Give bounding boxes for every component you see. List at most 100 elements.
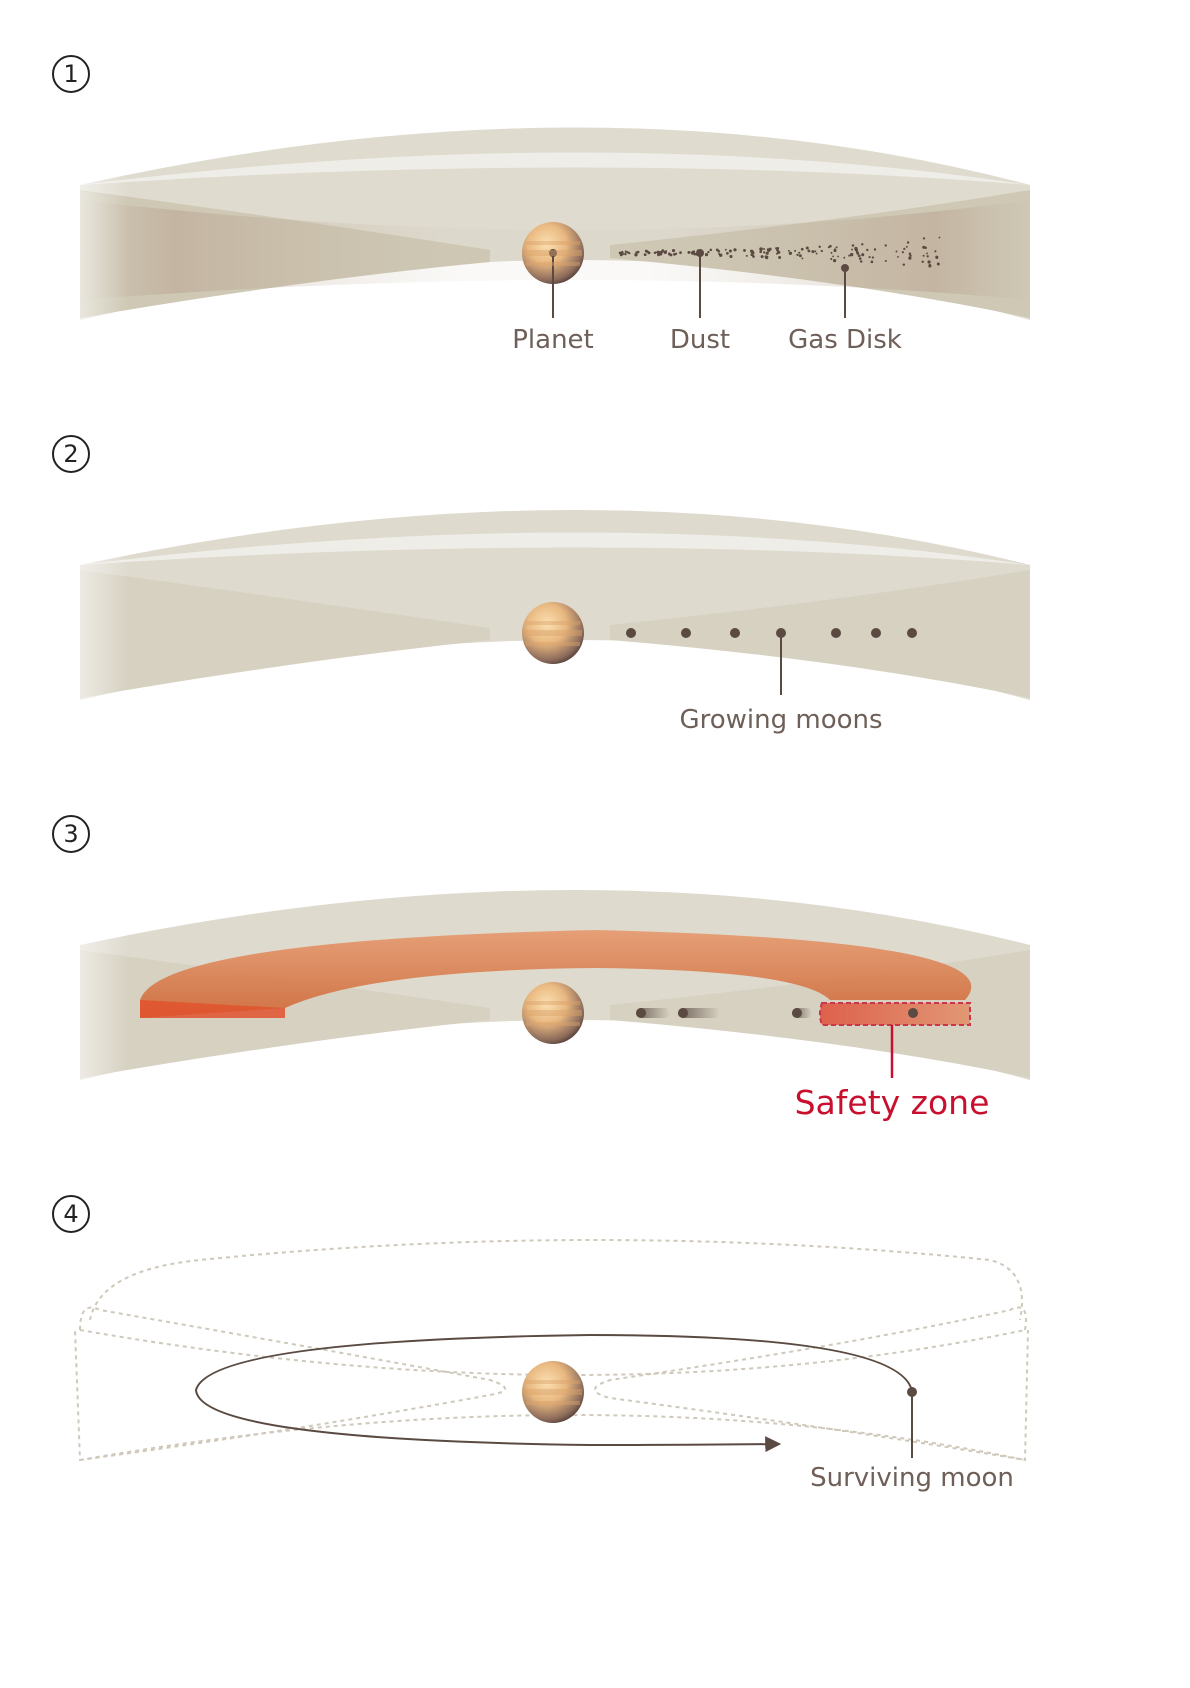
dust-particle xyxy=(644,253,647,256)
dust-particle xyxy=(763,251,766,254)
panel-4 xyxy=(74,1239,1029,1462)
dust-particle xyxy=(750,250,755,254)
dust-particle xyxy=(906,241,910,244)
dust-particle xyxy=(704,253,709,257)
dust-particle xyxy=(811,250,815,254)
planet-band xyxy=(526,1401,580,1405)
planet xyxy=(522,602,584,664)
dust-particle xyxy=(832,255,835,258)
dust-particle xyxy=(674,252,678,255)
dust-particle xyxy=(848,254,851,257)
dust-particle xyxy=(884,244,887,247)
dust-particle xyxy=(901,251,904,254)
dust-particle xyxy=(866,248,869,252)
dust-particle xyxy=(760,255,764,259)
dust-particle xyxy=(820,249,823,253)
planet-band xyxy=(526,1022,580,1026)
growing-moons xyxy=(626,628,917,638)
dust-particle xyxy=(624,252,627,256)
panel-1 xyxy=(40,90,1150,340)
dust-particle xyxy=(724,248,727,251)
dust-particle xyxy=(664,250,668,253)
dust-particle xyxy=(766,255,769,258)
planet-band xyxy=(526,262,580,266)
dust-particle xyxy=(729,254,733,259)
dust-particle xyxy=(928,263,931,266)
dust-particle xyxy=(851,244,855,247)
dashed-disk-outline xyxy=(89,1239,1023,1321)
moon xyxy=(730,628,740,638)
dust-particle xyxy=(687,250,691,254)
moon xyxy=(636,1008,646,1018)
dust-particle xyxy=(800,247,804,251)
dust-particle xyxy=(707,250,710,254)
dust-particle xyxy=(818,245,821,249)
dust-particle xyxy=(921,260,924,264)
planet-band xyxy=(524,630,582,636)
dust-particle xyxy=(897,255,899,258)
dust-particle xyxy=(938,236,941,239)
dust-particle xyxy=(798,251,801,254)
growing-moons-label: Growing moons xyxy=(679,705,883,735)
safety-zone-label: Safety zone xyxy=(794,1083,990,1122)
orbit-path xyxy=(194,1333,913,1453)
dust-particle xyxy=(794,249,797,252)
surviving-moon-label: Surviving moon xyxy=(810,1463,1014,1493)
dust-particle xyxy=(837,255,840,258)
dust-particle xyxy=(827,246,830,249)
dust-particle xyxy=(776,248,779,252)
dust-particle xyxy=(833,259,837,263)
dust-particle xyxy=(858,257,862,260)
moon xyxy=(831,628,841,638)
dust-particle xyxy=(733,248,737,252)
dust-particle xyxy=(743,248,746,252)
moon xyxy=(626,628,636,638)
dust-particle xyxy=(851,248,853,251)
moon xyxy=(907,628,917,638)
dust-particle xyxy=(902,263,906,266)
dust-particle xyxy=(628,251,631,255)
dust-particle xyxy=(861,253,865,257)
dust-particle xyxy=(871,256,875,259)
dust-particle xyxy=(870,260,874,264)
dust-particle xyxy=(765,251,769,255)
planet-band xyxy=(526,642,580,646)
dust-particle xyxy=(922,245,926,249)
dust-particle xyxy=(752,255,755,258)
dust-particle xyxy=(922,237,926,240)
dust-particle xyxy=(788,251,793,255)
dust-particle xyxy=(884,259,887,263)
dust-particle xyxy=(777,251,781,254)
dust-particle xyxy=(830,257,833,261)
safety-ring xyxy=(140,930,972,1018)
dust-particle xyxy=(873,248,877,251)
dust-particle xyxy=(728,249,732,253)
dust-particle xyxy=(805,246,809,250)
panel-4-content xyxy=(194,1333,917,1458)
step-number-4: 4 xyxy=(52,1195,90,1233)
dust-particle xyxy=(648,252,651,254)
dust-particle xyxy=(814,250,817,253)
panel-2 xyxy=(40,470,1150,720)
dust-particle xyxy=(719,253,723,257)
dust-particle xyxy=(934,250,937,253)
dust-particle xyxy=(798,254,802,258)
dust-particle xyxy=(679,251,682,254)
dust-particle xyxy=(859,260,863,263)
dust-particle xyxy=(835,246,838,249)
safety-zone-region xyxy=(819,1002,971,1026)
dust-particle xyxy=(856,252,860,255)
dust-particle xyxy=(759,247,763,251)
dust-particle xyxy=(850,252,854,257)
migrating-moons xyxy=(636,1008,812,1018)
planet-band xyxy=(524,250,582,256)
dust-particle xyxy=(759,250,763,254)
dust-particle xyxy=(763,248,766,250)
dust-particle xyxy=(815,252,818,255)
dust-particle xyxy=(745,254,748,257)
dust-particle xyxy=(778,256,782,259)
dust-particle xyxy=(709,248,713,252)
dust-particle xyxy=(830,251,833,254)
